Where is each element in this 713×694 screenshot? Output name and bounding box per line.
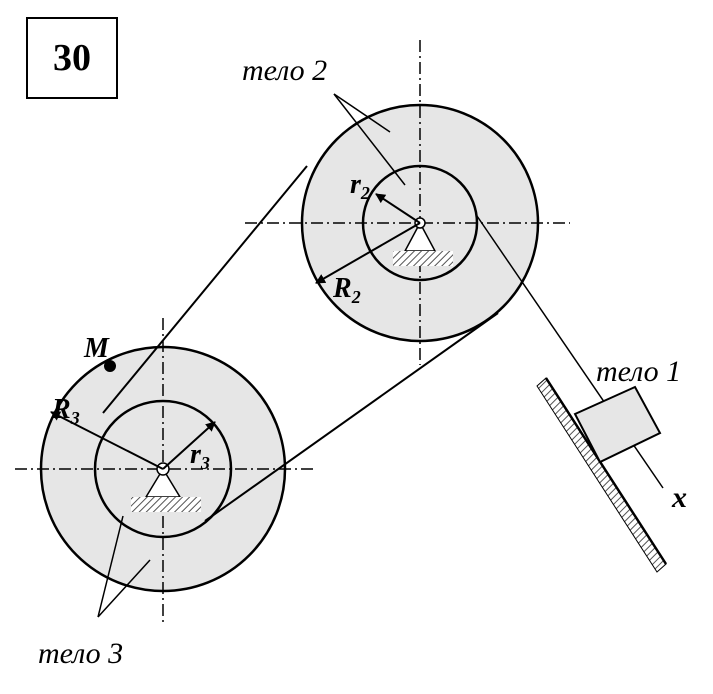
body-3-support <box>131 462 201 512</box>
problem-number-box: 30 <box>26 17 118 99</box>
point-m-label: M <box>83 333 110 364</box>
belt-lower <box>204 312 499 522</box>
body-1-block <box>573 385 662 464</box>
R2-arrow <box>315 222 421 284</box>
R3-arrow <box>50 411 164 470</box>
thread-to-body-1 <box>476 215 664 489</box>
inclined-plane <box>536 377 668 573</box>
belt-upper <box>102 165 308 414</box>
problem-number: 30 <box>53 37 91 79</box>
r3-arrow <box>162 421 216 470</box>
leader-lines <box>97 93 406 618</box>
body-1-label: тело 1 <box>596 355 681 388</box>
r2-label: r2 <box>350 169 370 203</box>
r2-arrow <box>375 193 421 224</box>
point-m-marker <box>104 360 116 372</box>
R3-label: R3 <box>51 394 80 428</box>
body-3-label: тело 3 <box>38 637 123 670</box>
body-2-label: тело 2 <box>242 54 327 87</box>
axis-x-label: x <box>671 481 687 514</box>
r3-label: r3 <box>190 439 210 473</box>
R2-label: R2 <box>332 273 361 307</box>
